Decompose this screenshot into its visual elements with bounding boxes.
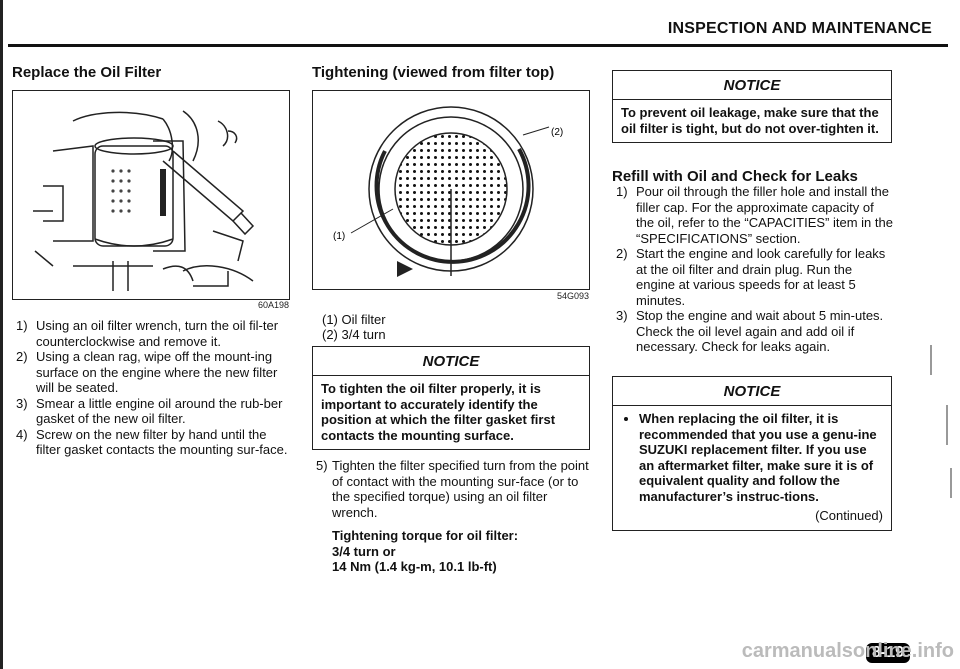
notice-bullet-list: When replacing the oil filter, it is rec… [621,411,883,504]
section-header: INSPECTION AND MAINTENANCE [667,20,932,37]
continued-label: (Continued) [815,508,883,523]
list-item: 1) Using an oil filter wrench, turn the o… [12,318,290,349]
diagram-legend: (1) Oil filter (2) 3/4 turn [322,312,386,342]
notice-box-genuine-filter: NOTICE When replacing the oil filter, it… [612,376,892,531]
torque-label: Tightening torque for oil filter: [332,528,519,543]
list-item: 2) Using a clean rag, wipe off the mount-… [12,349,290,396]
step-text: Tighten the filter specified turn from t… [332,458,589,520]
notice-heading: NOTICE [313,347,589,376]
oil-filter-wrench-illustration [33,110,255,291]
torque-value: 14 Nm (1.4 kg-m, 10.1 lb-ft) [332,559,497,574]
step-text: Start the engine and look carefully for … [636,246,886,308]
tightening-diagram-figure: (1) (2) [312,90,590,290]
page-number: 8-19 [865,643,910,663]
notice-box-leakage: NOTICE To prevent oil leakage, make sure… [612,70,892,143]
page-edge-bar [0,0,3,669]
margin-mark [950,468,952,498]
notice-heading: NOTICE [613,71,891,100]
margin-mark [946,405,948,445]
callout-1-label: (1) [333,231,345,242]
margin-mark [930,345,932,375]
section-title-refill: Refill with Oil and Check for Leaks [612,168,858,185]
step-text: Using a clean rag, wipe off the mount-in… [36,349,278,395]
step-number: 4) [16,426,28,442]
legend-item-three-quarter-turn: (2) 3/4 turn [322,327,386,342]
notice-body: When replacing the oil filter, it is rec… [613,406,891,530]
filter-top-view-diagram: (1) (2) [333,106,563,277]
callout-2-label: (2) [551,127,563,138]
step-number: 3) [16,395,28,411]
watermark: carmanualsonline.info [741,640,954,662]
step-number: 5) [316,458,328,473]
list-item: 1) Pour oil through the filler hole and i… [612,184,894,246]
step-text: Stop the engine and wait about 5 min-ute… [636,308,884,354]
step-text: Pour oil through the filler hole and ins… [636,184,893,246]
oil-filter-removal-figure [12,90,290,300]
notice-text: To tighten the oil filter properly, it i… [321,381,556,443]
step-number: 3) [616,308,628,323]
removal-steps-list: 1) Using an oil filter wrench, turn the o… [12,318,290,458]
figure-id-left: 60A198 [258,300,290,310]
notice-heading: NOTICE [613,377,891,406]
step-number: 2) [16,349,28,364]
notice-box-tighten: NOTICE To tighten the oil filter properl… [312,346,590,450]
step-text: Screw on the new filter by hand until th… [36,426,288,458]
notice-bullet: When replacing the oil filter, it is rec… [639,411,883,504]
torque-spec: Tightening torque for oil filter: 3/4 tu… [332,528,518,575]
step-number: 1) [16,318,28,333]
notice-text: To prevent oil leakage, make sure that t… [621,105,879,136]
list-item: 4) Screw on the new filter by hand until … [12,427,290,458]
step-5: 5) Tighten the filter specified turn fro… [312,458,592,520]
step-text: Smear a little engine oil around the rub… [36,395,283,427]
step-text: Using an oil filter wrench, turn the oil… [36,318,279,349]
torque-turn: 3/4 turn or [332,543,396,559]
figure-id-middle: 54G093 [557,291,590,301]
section-title-tightening: Tightening (viewed from filter top) [312,64,555,81]
list-item: 3) Smear a little engine oil around the r… [12,396,290,427]
step-number: 1) [616,184,628,199]
header-rule [8,44,948,47]
legend-item-oil-filter: (1) Oil filter [322,312,386,327]
step-number: 2) [616,246,628,261]
section-title-replace-filter: Replace the Oil Filter [12,64,162,81]
list-item: 3) Stop the engine and wait about 5 min-u… [612,308,894,355]
list-item: 2) Start the engine and look carefully fo… [612,246,894,308]
refill-steps-list: 1) Pour oil through the filler hole and i… [612,184,894,355]
